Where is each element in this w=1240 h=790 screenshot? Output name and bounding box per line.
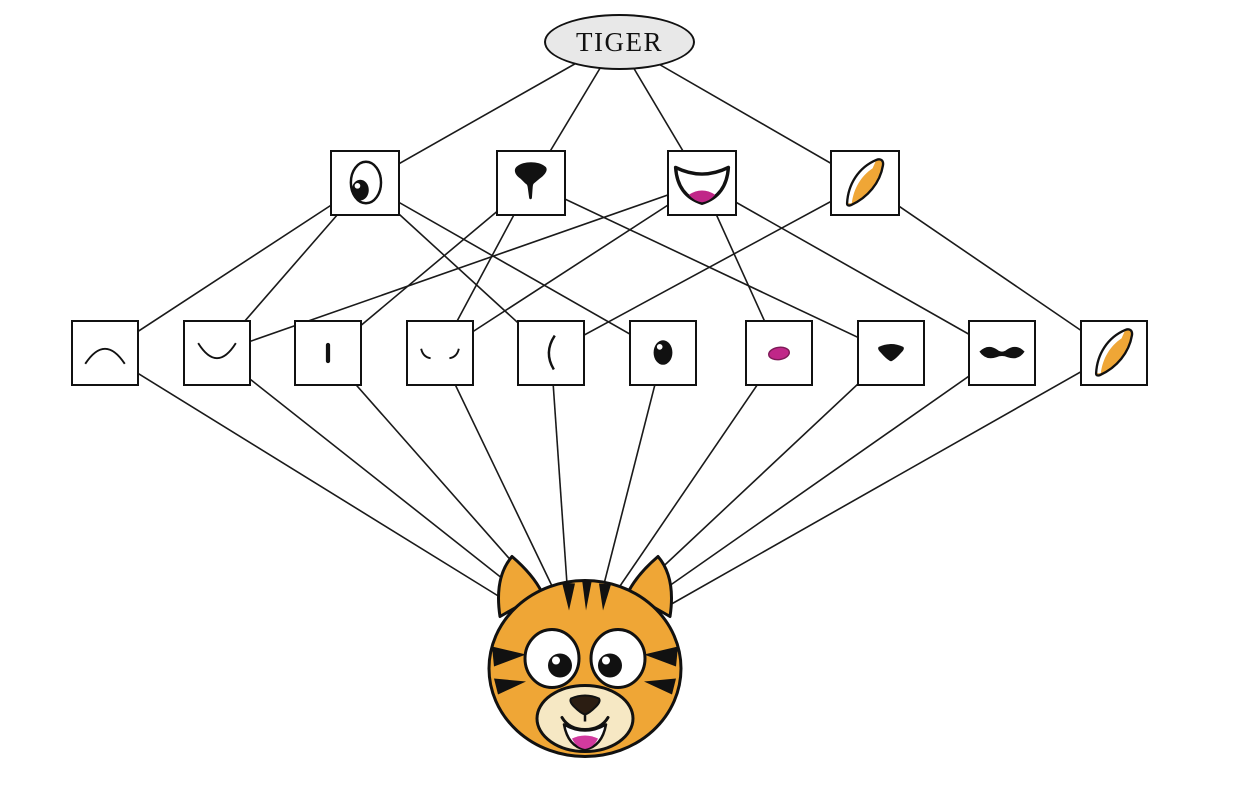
edge-line (364, 182, 664, 354)
edge-line (619, 352, 780, 587)
vertical-stroke-icon (325, 342, 331, 364)
edge-line (864, 182, 1115, 354)
wavy-mouth-icon (979, 346, 1025, 359)
left-curve-icon (547, 334, 556, 371)
edge-line (439, 352, 553, 587)
mid-to-low-edges (104, 182, 1115, 354)
feature-node-nose-tip (857, 320, 925, 386)
feature-node-open-curve (517, 320, 585, 386)
edge-line (216, 352, 523, 595)
edge-line (530, 182, 892, 354)
downward-arc-icon (197, 342, 237, 360)
nose-icon (514, 162, 547, 200)
feature-node-vertical-stroke (294, 320, 362, 386)
root-label: TIGER (576, 26, 663, 57)
edge-line (104, 182, 366, 354)
feature-node-eye (330, 150, 400, 216)
upward-arc-icon (84, 347, 126, 365)
feature-node-corner-curves (406, 320, 474, 386)
feature-node-pupil (629, 320, 697, 386)
pink-oval-icon (768, 346, 790, 361)
feature-node-tongue (745, 320, 813, 386)
edge-line (667, 352, 1115, 607)
tiger-face-image (487, 555, 683, 758)
edge-line (603, 352, 664, 585)
black-triangle-icon (878, 344, 904, 362)
edge-line (550, 352, 568, 585)
smiling-mouth-icon (673, 165, 731, 205)
feature-node-upper-lip (968, 320, 1036, 386)
double-curve-icon (420, 348, 460, 360)
feature-node-ear (830, 150, 900, 216)
edge-line (550, 182, 866, 354)
feature-node-arc-down (183, 320, 251, 386)
edge-line (635, 352, 892, 593)
low-to-output-edges (104, 352, 1115, 607)
root-node-tiger: TIGER (544, 14, 695, 70)
feature-node-ear-shape (1080, 320, 1148, 386)
ear-icon (845, 158, 885, 207)
black-oval-icon (653, 340, 673, 365)
orange-ear-icon (1094, 328, 1134, 377)
edge-line (439, 182, 703, 354)
eye-icon (349, 160, 383, 205)
tiger-face-output (470, 545, 700, 763)
edge-line (651, 352, 1003, 599)
feature-node-mouth (667, 150, 737, 216)
feature-node-arc-up (71, 320, 139, 386)
edge-line (701, 182, 1003, 354)
edge-line (327, 352, 538, 591)
edge-line (104, 352, 509, 603)
feature-node-nose (496, 150, 566, 216)
